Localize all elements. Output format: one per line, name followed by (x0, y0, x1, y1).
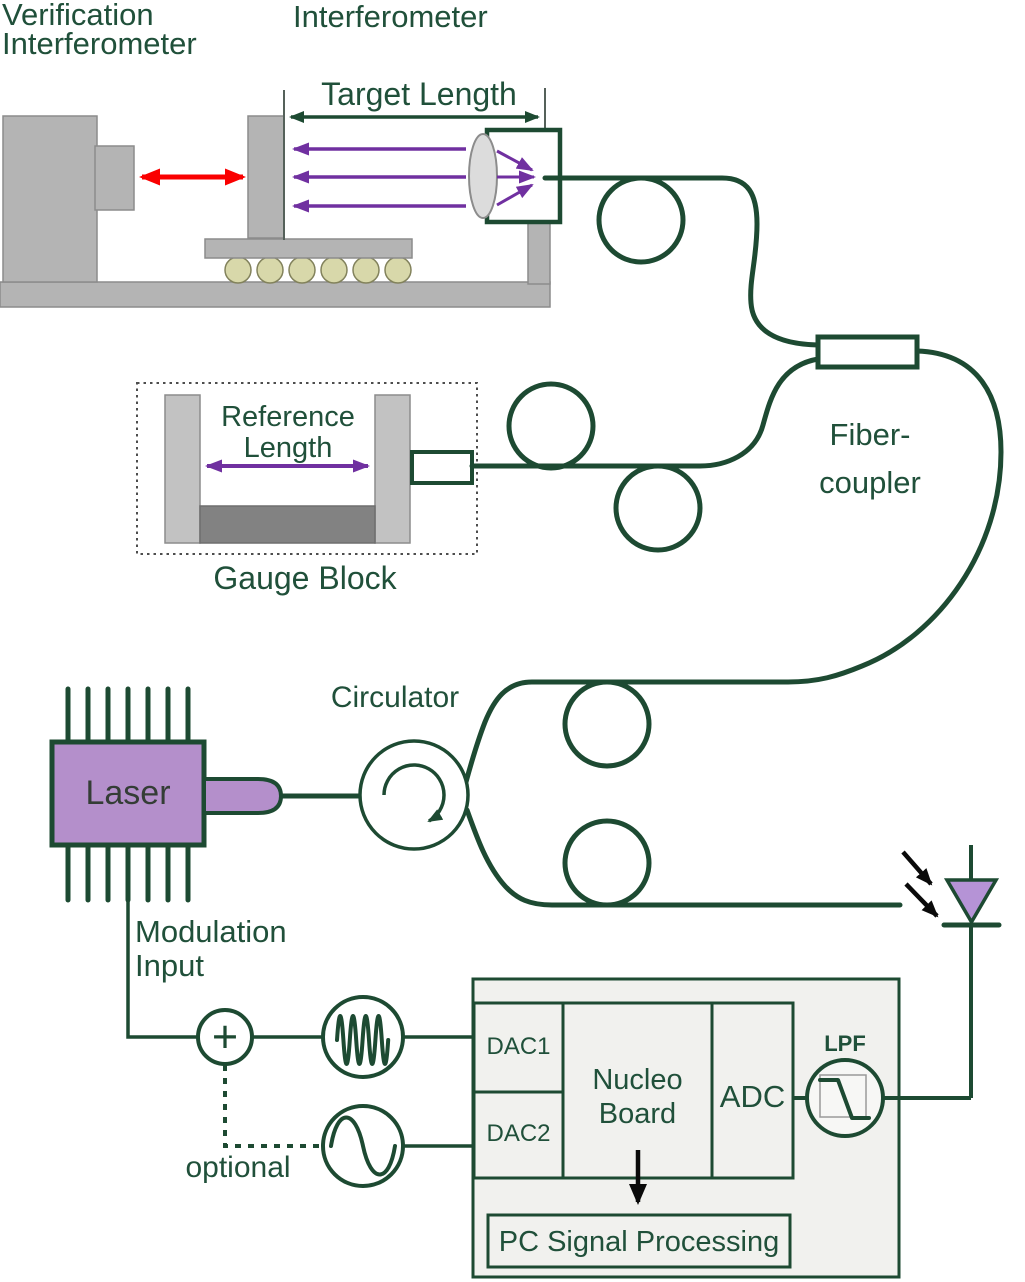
reference-arm-fiber (469, 356, 821, 469)
pc-signal-processing-label: PC Signal Processing (498, 1226, 780, 1258)
modulation-wire (126, 898, 197, 1039)
fiber-coupler-box (815, 334, 920, 370)
verification-machine-body (2, 115, 98, 283)
summation-plus-symbol: + (211, 1011, 239, 1062)
circulator-symbol (358, 739, 470, 851)
adc-box (710, 1001, 795, 1180)
stage-roller (320, 256, 348, 284)
gauge-block-assembly (136, 382, 478, 555)
photodiode-triangle-icon (943, 878, 1000, 926)
modulation-input-label: Modulation Input (135, 914, 287, 983)
interferometer-label: Interferometer (293, 0, 488, 34)
verification-interferometer-label: Verification Interferometer (2, 0, 197, 61)
laser-body (49, 739, 207, 848)
circulator-label: Circulator (330, 681, 460, 714)
stage-roller (384, 256, 412, 284)
sine-waveform-glyph (329, 1115, 397, 1177)
laser-pins (65, 686, 191, 903)
adc-label: ADC (719, 1079, 786, 1114)
incident-light-arrow (901, 850, 933, 886)
circulator-rotation-icon (382, 763, 446, 823)
circulator-to-photodiode-fiber (464, 807, 903, 908)
fiber-coil-icon (613, 463, 703, 553)
stage-roller (352, 256, 380, 284)
processing-board (471, 977, 971, 1279)
collimator-riser (527, 221, 551, 285)
lpf-symbol-frame (819, 1074, 867, 1118)
pc-signal-processing-box (486, 1213, 792, 1269)
hf-waveform-glyph (335, 1014, 391, 1066)
circulator-circle (358, 739, 470, 851)
translation-stage (204, 238, 413, 259)
measurement-collimator (292, 127, 563, 225)
dac1-box (472, 1001, 565, 1094)
gauge-block-outline (136, 382, 478, 555)
reference-length-label: Reference Length (221, 401, 355, 464)
verification-machine-nose (94, 145, 135, 211)
lpf-response-glyph (818, 1078, 871, 1120)
modulation-chain (126, 898, 475, 1188)
fiber-coil-icon (506, 381, 596, 471)
focusing-beam-arrow (496, 183, 534, 207)
photodiode-symbol (901, 845, 1002, 1098)
fiber-coupler-label: Fiber- coupler (819, 417, 921, 500)
gauge-spacer (199, 505, 376, 544)
measurement-arm-fiber (542, 175, 821, 348)
nucleo-board-label: Nucleo Board (592, 1064, 683, 1130)
target-mirror (247, 115, 285, 239)
verification-interferometer-assembly (0, 115, 551, 308)
dac1-label: DAC1 (486, 1033, 551, 1060)
incident-light-arrow (904, 882, 939, 918)
lpf-label: LPF (824, 1031, 866, 1056)
fiber-coil-icon (562, 818, 652, 908)
laser-label: Laser (85, 774, 171, 812)
gauge-collimator-box (410, 450, 474, 485)
stage-roller (288, 256, 316, 284)
optional-dashed-wire (223, 1065, 322, 1148)
machine-base (0, 281, 551, 308)
fiber-network (278, 175, 1004, 908)
collimator-lens (468, 133, 498, 219)
stage-roller (224, 256, 252, 284)
optional-label: optional (185, 1151, 291, 1184)
target-length-label: Target Length (321, 76, 517, 112)
stage-roller (256, 256, 284, 284)
dac2-label: DAC2 (486, 1120, 551, 1147)
fiber-coil-icon (562, 679, 652, 769)
fiber-coil-icon (596, 175, 686, 265)
laser-pigtail (202, 777, 284, 815)
laser-module (49, 686, 284, 903)
focusing-beam-arrow (496, 149, 534, 172)
dac2-box (472, 1090, 565, 1180)
coupler-to-circulator-fiber (463, 348, 1004, 785)
gauge-mirror-left (164, 394, 201, 544)
gauge-block-label: Gauge Block (213, 560, 397, 596)
